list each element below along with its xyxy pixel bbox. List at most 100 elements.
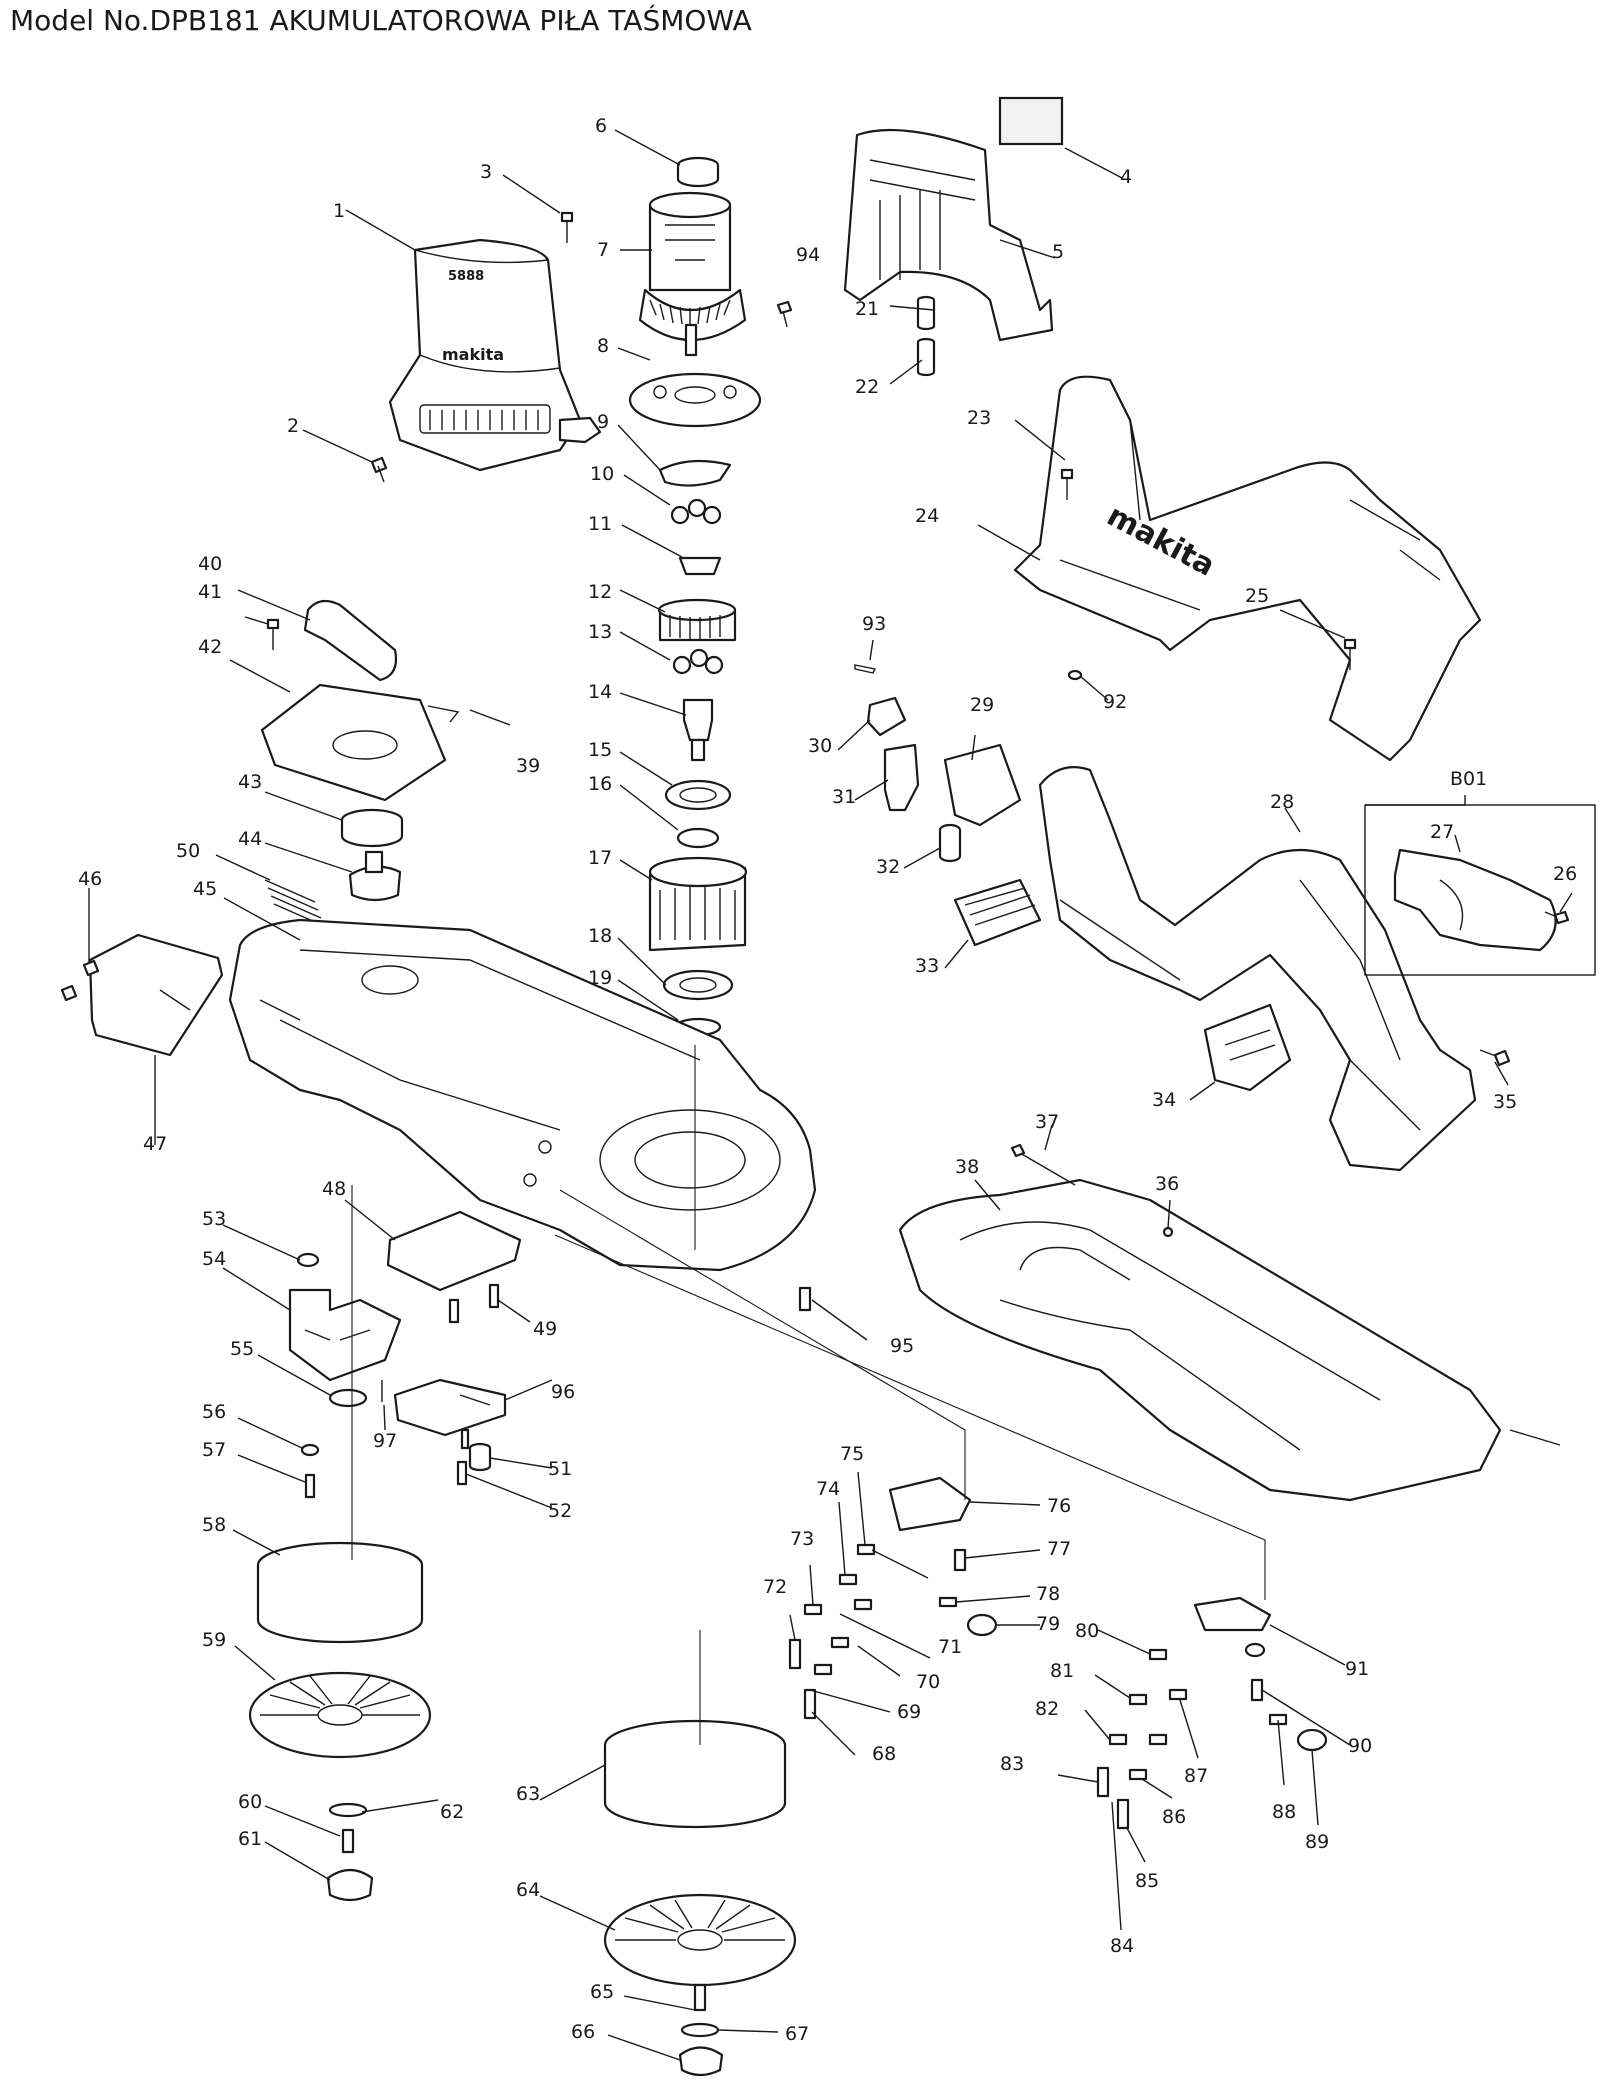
callout-47: 47	[143, 1133, 167, 1155]
callout-58: 58	[202, 1514, 226, 1536]
motor-model-code: 5888	[448, 269, 484, 284]
callout-53: 53	[202, 1208, 226, 1230]
callout-77: 77	[1047, 1538, 1071, 1560]
callout-49: 49	[533, 1318, 557, 1340]
handle-frame-part	[1038, 766, 1511, 1172]
callout-67: 67	[785, 2023, 809, 2045]
lower-left-parts	[248, 1210, 522, 1902]
callout-41: 41	[198, 581, 222, 603]
callout-96: 96	[551, 1381, 575, 1403]
callout-26: 26	[1553, 863, 1577, 885]
callout-35: 35	[1493, 1091, 1517, 1113]
callout-11: 11	[588, 513, 612, 535]
callout-84: 84	[1110, 1935, 1134, 1957]
callout-3: 3	[480, 161, 492, 183]
callout-55: 55	[230, 1338, 254, 1360]
callout-91: 91	[1345, 1658, 1369, 1680]
callout-62: 62	[440, 1801, 464, 1823]
group-b01-box: B01	[1364, 768, 1596, 976]
callout-89: 89	[1305, 1831, 1329, 1853]
callout-93: 93	[862, 613, 886, 635]
callout-4: 4	[1120, 166, 1132, 188]
callout-14: 14	[588, 681, 612, 703]
callout-33: 33	[915, 955, 939, 977]
callout-2: 2	[287, 415, 299, 437]
callout-34: 34	[1152, 1089, 1176, 1111]
blade-guide-parts	[788, 1476, 998, 1720]
upper-left-parts	[60, 599, 460, 1057]
callout-18: 18	[588, 925, 612, 947]
callout-7: 7	[597, 239, 609, 261]
callout-85: 85	[1135, 1870, 1159, 1892]
group-b01-label: B01	[1450, 768, 1487, 790]
blade-guide-parts-right	[798, 1286, 1328, 1830]
handle-cover-part: makita	[854, 375, 1482, 762]
callout-23: 23	[967, 407, 991, 429]
callout-79: 79	[1036, 1613, 1060, 1635]
callout-97: 97	[373, 1430, 397, 1452]
callout-70: 70	[916, 1671, 940, 1693]
housing-brand-logo: makita	[442, 345, 504, 364]
page-title: Model No.DPB181 AKUMULATOROWA PIŁA TAŚMO…	[10, 4, 752, 37]
motor-stack	[628, 156, 762, 1037]
lower-middle-parts	[603, 1719, 797, 2077]
callout-29: 29	[970, 694, 994, 716]
callout-21: 21	[855, 298, 879, 320]
callout-74: 74	[816, 1478, 840, 1500]
callout-51: 51	[548, 1458, 572, 1480]
callout-92: 92	[1103, 691, 1127, 713]
callout-27: 27	[1430, 821, 1454, 843]
callout-19: 19	[588, 967, 612, 989]
callout-10: 10	[590, 463, 614, 485]
gear-cover-part	[776, 96, 1064, 377]
callout-43: 43	[238, 771, 262, 793]
callout-24: 24	[915, 505, 939, 527]
callout-40: 40	[198, 553, 222, 575]
callout-87: 87	[1184, 1765, 1208, 1787]
callout-90: 90	[1348, 1735, 1372, 1757]
callout-39: 39	[516, 755, 540, 777]
callout-9: 9	[597, 411, 609, 433]
callout-17: 17	[588, 847, 612, 869]
callout-37: 37	[1035, 1111, 1059, 1133]
assembly-axes	[351, 1045, 1266, 1745]
leader-lines	[88, 129, 1573, 2061]
callout-68: 68	[872, 1743, 896, 1765]
callout-64: 64	[516, 1879, 540, 1901]
motor-housing-part: makita 5888	[388, 238, 602, 472]
callout-94: 94	[796, 244, 820, 266]
callout-5: 5	[1052, 241, 1064, 263]
callout-83: 83	[1000, 1753, 1024, 1775]
callout-50: 50	[176, 840, 200, 862]
callout-16: 16	[588, 773, 612, 795]
callout-78: 78	[1036, 1583, 1060, 1605]
callout-30: 30	[808, 735, 832, 757]
callout-25: 25	[1245, 585, 1269, 607]
callout-76: 76	[1047, 1495, 1071, 1517]
callout-6: 6	[595, 115, 607, 137]
callout-88: 88	[1272, 1801, 1296, 1823]
callout-81: 81	[1050, 1660, 1074, 1682]
callout-69: 69	[897, 1701, 921, 1723]
callout-71: 71	[938, 1636, 962, 1658]
callout-59: 59	[202, 1629, 226, 1651]
callout-8: 8	[597, 335, 609, 357]
callout-38: 38	[955, 1156, 979, 1178]
callout-75: 75	[840, 1443, 864, 1465]
callout-61: 61	[238, 1828, 262, 1850]
callout-66: 66	[571, 2021, 595, 2043]
screw-part	[370, 456, 388, 483]
callout-31: 31	[832, 786, 856, 808]
callout-32: 32	[876, 856, 900, 878]
callout-15: 15	[588, 739, 612, 761]
callout-labels: 1 2 3 4 5 6 7 8 9 10 11 12 13 14 15 16 1…	[78, 115, 1577, 2045]
switch-assembly-parts	[866, 696, 1292, 1092]
callout-63: 63	[516, 1783, 540, 1805]
callout-44: 44	[238, 828, 262, 850]
callout-48: 48	[322, 1178, 346, 1200]
callout-57: 57	[202, 1439, 226, 1461]
callout-56: 56	[202, 1401, 226, 1423]
callout-86: 86	[1162, 1806, 1186, 1828]
callout-42: 42	[198, 636, 222, 658]
